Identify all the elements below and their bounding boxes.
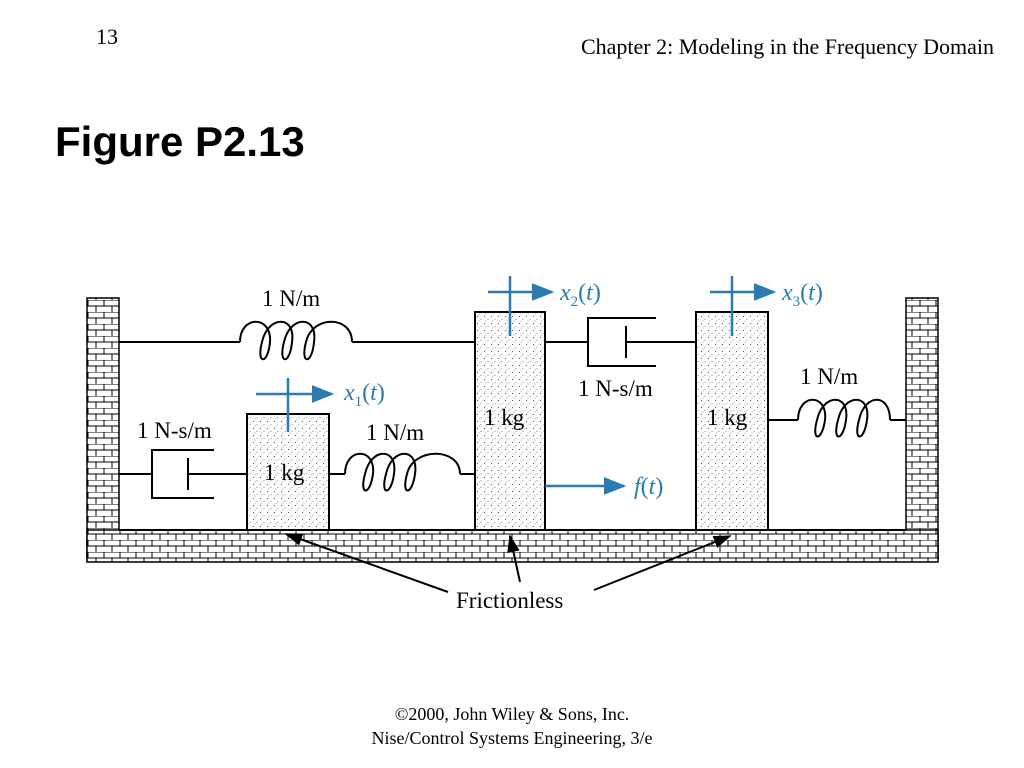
mass-2-label: 1 kg [484, 405, 525, 430]
spring-top-label: 1 N/m [262, 286, 320, 311]
chapter-title: Chapter 2: Modeling in the Frequency Dom… [580, 34, 994, 59]
spring-right [768, 398, 906, 438]
mass-3-block [695, 311, 769, 531]
footer: ©2000, John Wiley & Sons, Inc. Nise/Cont… [0, 702, 1024, 750]
spring-right-label: 1 N/m [800, 364, 858, 389]
damper-left [119, 449, 247, 499]
x3-label: x3(t) [781, 280, 823, 310]
frictionless-label: Frictionless [456, 588, 563, 613]
x1-label: x1(t) [343, 380, 385, 410]
copyright-line: ©2000, John Wiley & Sons, Inc. [394, 704, 630, 724]
damper-left-label: 1 N-s/m [137, 418, 212, 443]
spring-middle-label: 1 N/m [366, 420, 424, 445]
mass-1-label: 1 kg [264, 460, 305, 485]
damper-middle-label: 1 N-s/m [578, 376, 653, 401]
left-wall [86, 297, 120, 561]
spring-middle [329, 452, 475, 492]
frictionless-pointers [284, 533, 732, 593]
x2-label: x2(t) [559, 280, 601, 310]
page-number: 13 [96, 24, 118, 49]
book-line: Nise/Control Systems Engineering, 3/e [371, 728, 653, 748]
x1-marker [256, 378, 335, 432]
x3-marker [710, 276, 777, 336]
damper-middle [545, 317, 696, 367]
mass-2-block [474, 311, 546, 531]
force-label: f(t) [634, 474, 663, 500]
right-wall [905, 297, 939, 561]
x2-marker [488, 276, 555, 336]
mass-3-label: 1 kg [707, 405, 748, 430]
slide-title: Figure P2.13 [55, 118, 305, 165]
mass-1-block [246, 413, 330, 531]
spring-top [119, 320, 475, 361]
